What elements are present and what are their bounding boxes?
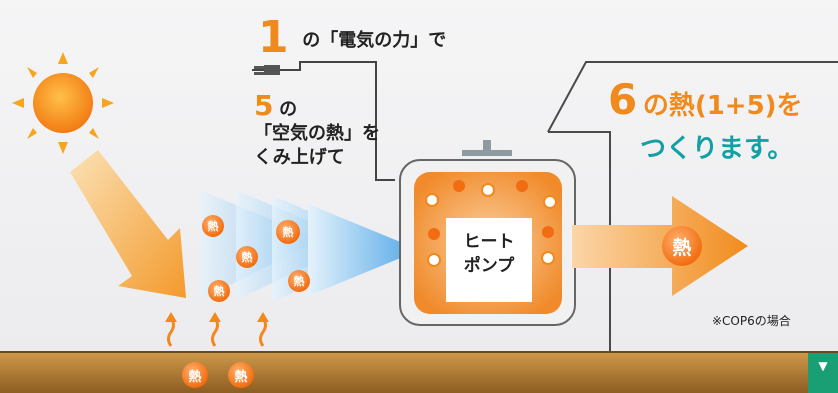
air-heat-line2: 「空気の熱」を bbox=[254, 123, 380, 144]
chevron-down-icon: ▼ bbox=[818, 359, 828, 373]
electric-power-text: の「電気の力」で bbox=[302, 30, 447, 51]
power-plug-icon bbox=[252, 61, 377, 166]
air-heat-arrows bbox=[200, 190, 420, 302]
air-heat-label: 5 の 「空気の熱」を くみ上げて bbox=[254, 92, 380, 170]
ground-heat-badge: 熱 bbox=[228, 362, 254, 388]
output-heat-arrow bbox=[572, 196, 748, 296]
result-line1: の熱(1+5)を bbox=[642, 91, 803, 121]
heat-badge: 熱 bbox=[236, 246, 258, 268]
output-heat-badge: 熱 bbox=[662, 226, 702, 266]
heat-badge: 熱 bbox=[276, 220, 300, 244]
house-outline bbox=[547, 61, 838, 352]
heat-badge: 熱 bbox=[288, 270, 310, 292]
scroll-down-button[interactable]: ▼ bbox=[808, 353, 838, 393]
heat-pump-label: ヒート ポンプ bbox=[446, 230, 532, 278]
cop-note: ※COP6の場合 bbox=[712, 314, 791, 328]
heat-badge: 熱 bbox=[208, 280, 230, 302]
ground-heat-badge: 熱 bbox=[182, 362, 208, 388]
air-heat-number: 5 bbox=[254, 89, 274, 122]
sun-heat-arrow bbox=[70, 150, 186, 298]
air-heat-line3: くみ上げて bbox=[254, 147, 345, 168]
result-number: 6 bbox=[608, 75, 638, 124]
air-heat-suffix: の bbox=[279, 99, 298, 120]
heat-badge: 熱 bbox=[202, 215, 224, 237]
ground-heat-arrows bbox=[167, 317, 267, 347]
sun-icon bbox=[12, 52, 114, 154]
ground bbox=[0, 352, 838, 393]
heat-pump-line1: ヒート bbox=[463, 232, 515, 252]
result-label: 6 の熱(1+5)を つくります。 bbox=[608, 79, 803, 169]
result-line2: つくります。 bbox=[640, 134, 794, 164]
heat-pump-line2: ポンプ bbox=[463, 256, 515, 276]
electric-power-number: 1 bbox=[258, 12, 289, 63]
electric-power-label: 1 の「電気の力」で bbox=[258, 12, 446, 63]
heat-pump-unit bbox=[375, 140, 576, 326]
